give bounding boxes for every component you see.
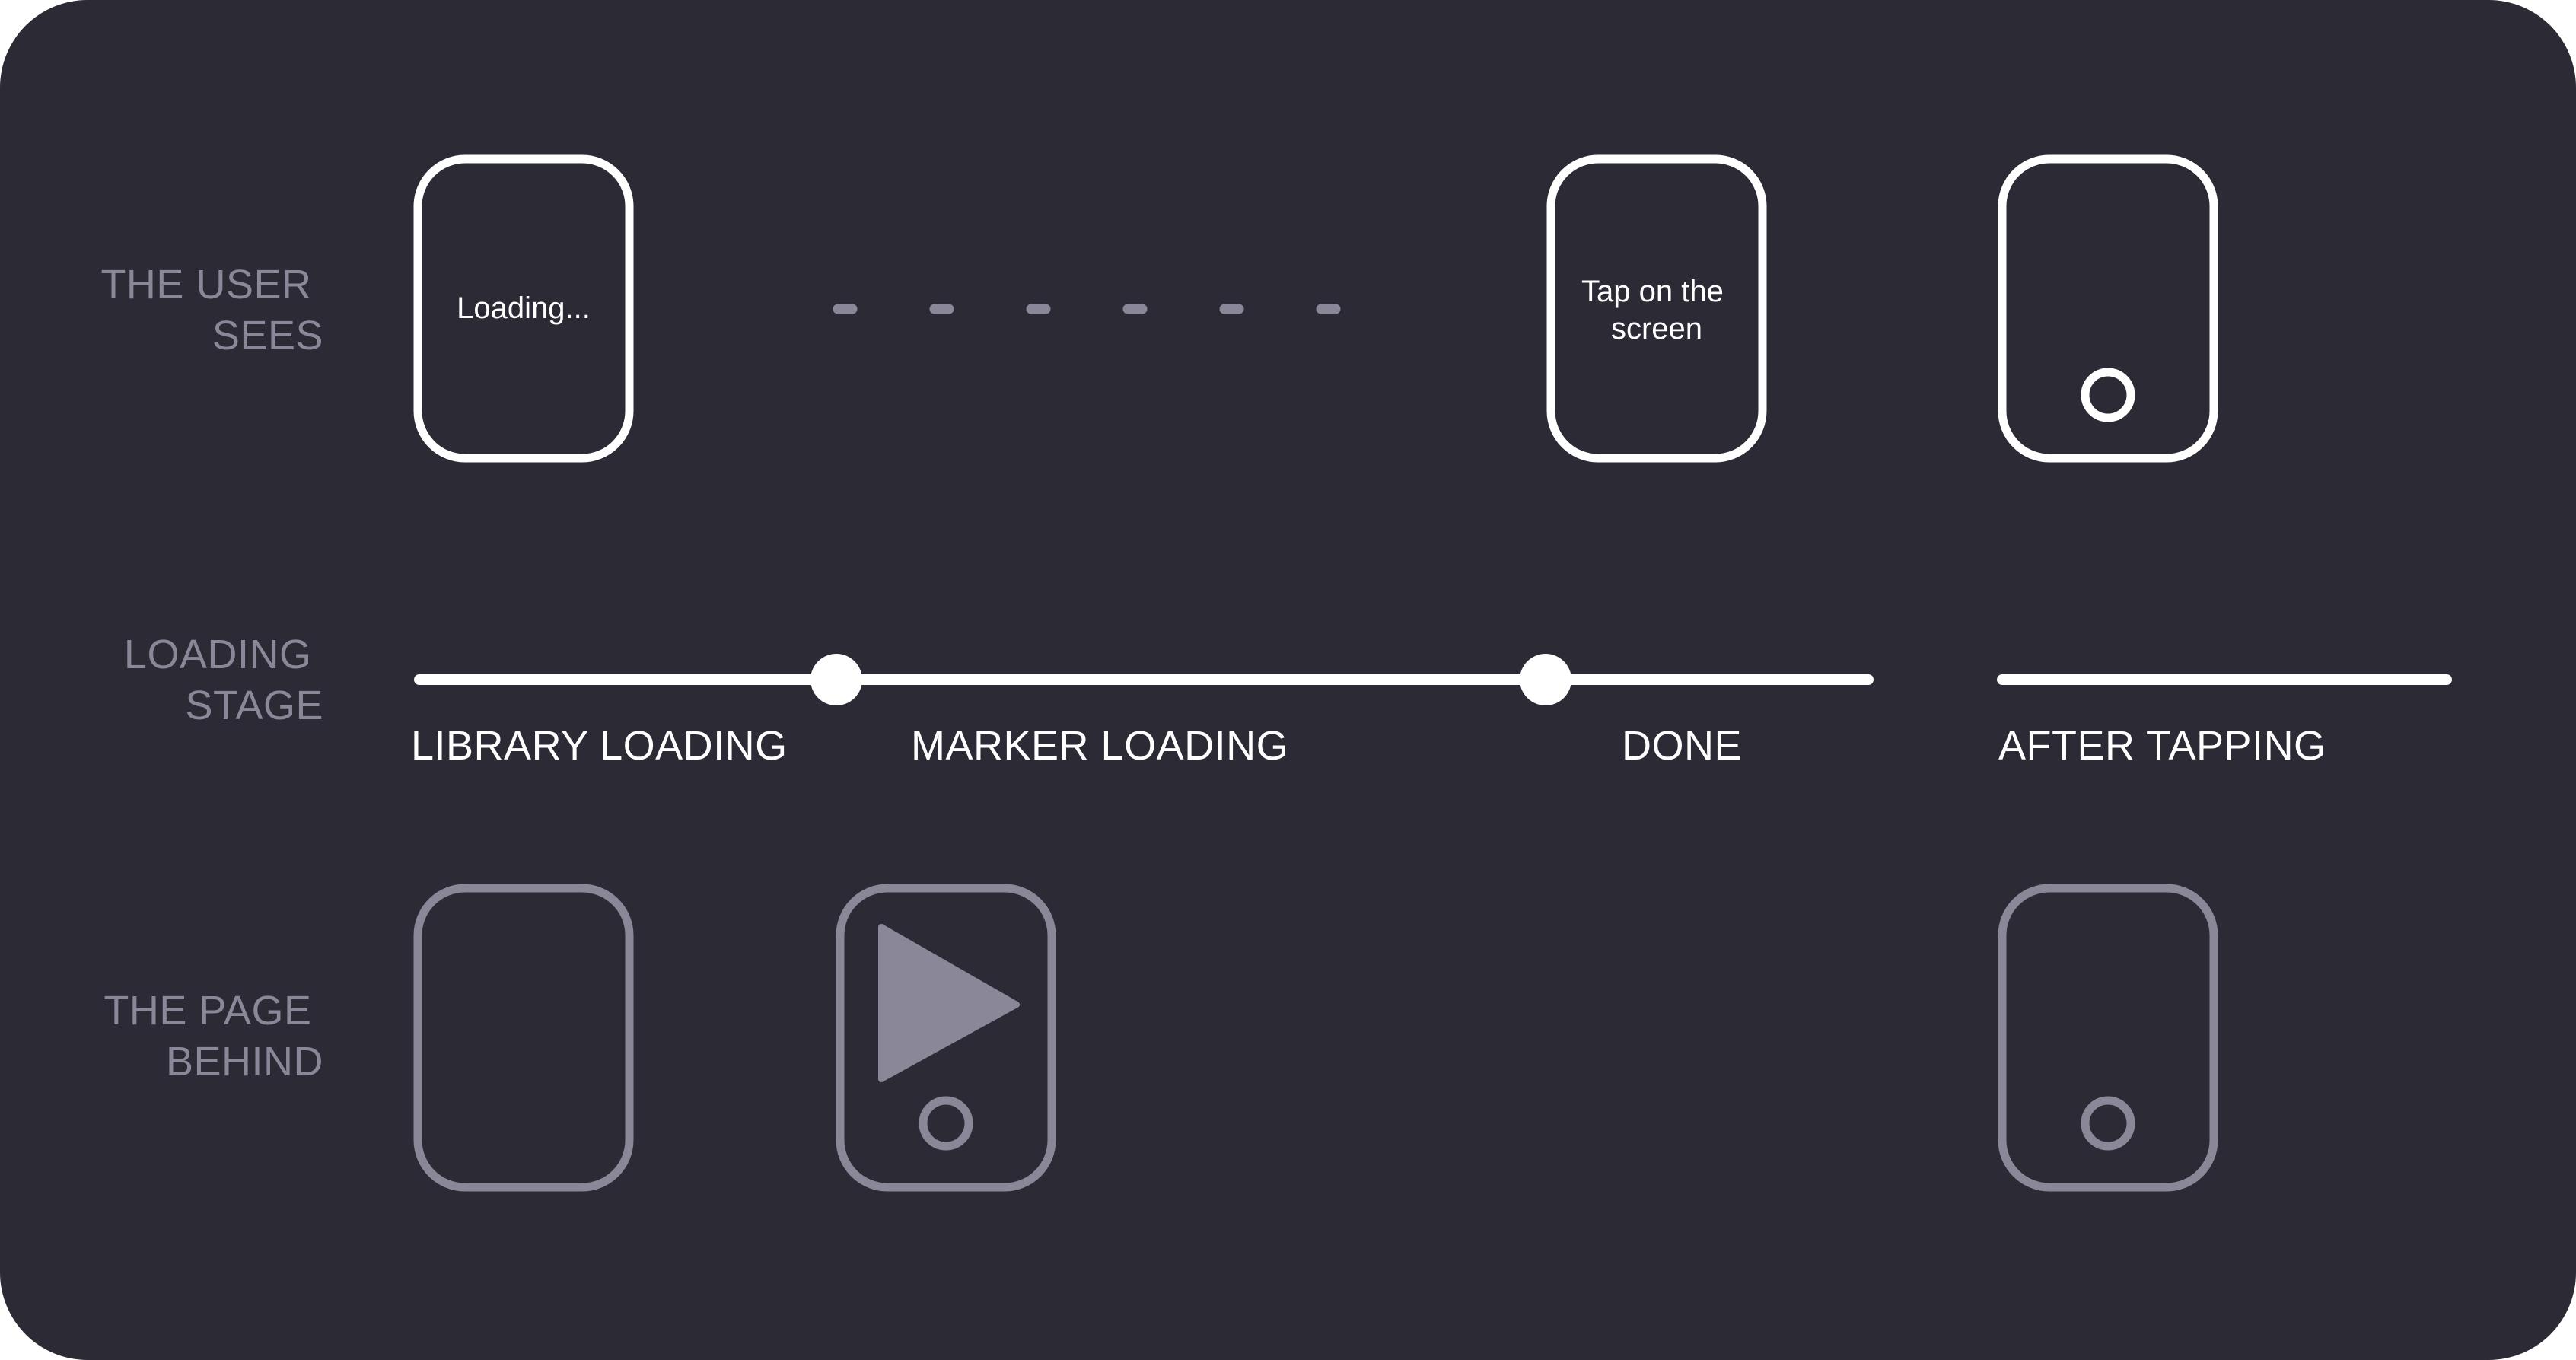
page-behind-library-loading [413,884,634,1192]
stage-label-library-loading: LIBRARY LOADING [411,723,788,769]
phone-outline-icon [1998,884,2218,1192]
circle-marker-icon [2081,368,2135,422]
user-screen-done: Tap on the screen [1546,154,1767,463]
row-label-page-behind: THE PAGE BEHIND [103,988,323,1084]
timeline-milestone-done [1520,654,1571,705]
stage-label-done: DONE [1622,723,1742,769]
row-label-loading-stage: LOADING STAGE [124,632,323,728]
stage-label-marker-loading: MARKER LOADING [911,723,1288,769]
loading-timeline [414,654,2452,705]
circle-marker-icon [2081,1096,2135,1151]
phone-outline-icon [1998,154,2218,463]
stage-label-after-tapping: AFTER TAPPING [1998,723,2326,769]
tap-instruction-text: Tap on the screen [1581,275,1732,346]
play-icon [878,924,1020,1082]
phone-outline-icon [836,884,1056,1192]
row-label-user-sees: THE USER SEES [100,262,323,358]
user-screen-after-tap [1998,154,2218,463]
phone-outline-icon [413,884,634,1192]
page-behind-marker-loading [836,884,1056,1192]
circle-marker-icon [919,1096,973,1151]
loading-text: Loading... [457,291,591,325]
phone-outline-icon [1546,154,1767,463]
user-screen-loading: Loading... [413,154,634,463]
phone-outline-icon [413,154,634,463]
page-behind-after-tap [1998,884,2218,1192]
timeline-milestone-marker-loading [810,654,862,705]
